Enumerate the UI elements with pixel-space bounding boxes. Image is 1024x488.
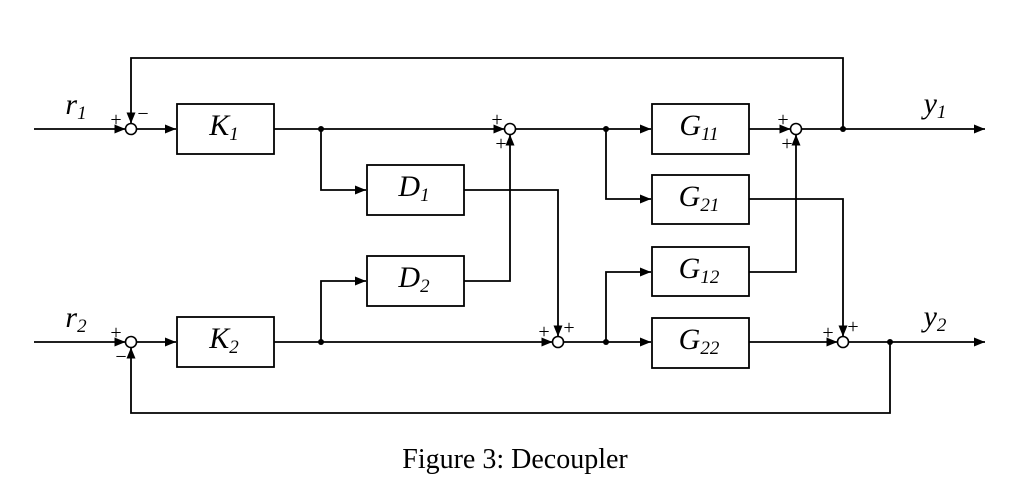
wire-k1-branch-to-d1 [320,129,366,195]
wire-d1-to-sum4 [464,189,563,337]
block-label-d2: D2 [397,261,430,297]
signal-label-y2: y2 [921,300,947,336]
sum-junction-y1 [789,122,803,136]
sum-junction-y2 [836,335,850,349]
sum-junction-r2 [124,335,138,349]
branch-dot-k2-output [318,339,324,345]
wire-u2-branch-to-g12 [605,267,651,342]
block-k2 [176,316,275,368]
junction-signs: + − + − + + + + + + + + [110,103,858,368]
sum-junction-u2 [551,335,565,349]
block-g12 [651,246,750,297]
branch-dot-y2 [887,339,893,345]
block-label-g21: G21 [679,180,720,216]
wire-k2-branch-to-d2 [320,276,366,342]
block-k1 [176,103,275,155]
sign-sum3-decoupler-plus: + [495,133,506,155]
sum-junction-r1 [124,122,138,136]
summing-junctions [124,122,850,349]
sign-sum6-direct-plus: + [822,322,833,344]
block-label-k1: K1 [208,109,239,145]
signal-label-r2: r2 [65,301,87,337]
sign-sum6-cross-plus: + [847,316,858,338]
sign-sum4-input-plus: + [538,321,549,343]
block-d1 [366,164,465,216]
branch-dot-u1 [603,126,609,132]
wire-y1-feedback [126,57,844,129]
transfer-blocks [176,103,750,369]
block-label-k2: K2 [208,322,239,358]
block-labels: K1 K2 D1 D2 G11 G21 G12 G22 [208,109,720,359]
sum-junction-u1 [503,122,517,136]
block-g21 [651,174,750,225]
sign-sum5-cross-plus: + [781,133,792,155]
wire-g12-to-sum5 [749,134,801,273]
branch-dot-y1 [840,126,846,132]
block-g11 [651,103,750,155]
signal-labels: r1 r2 y1 y2 [65,87,947,337]
block-label-g12: G12 [679,252,720,288]
sign-sum4-decoupler-plus: + [563,317,574,339]
wire-d2-to-sum3 [464,134,515,282]
sign-sum2-feedback-minus: − [115,346,126,368]
block-label-g22: G22 [679,323,720,359]
block-label-g11: G11 [679,109,718,145]
branch-dot-u2 [603,339,609,345]
branch-points [318,126,893,345]
sign-sum1-feedback-minus: − [137,103,148,125]
signal-label-y1: y1 [921,87,947,123]
sign-sum5-direct-plus: + [777,109,788,131]
signal-label-r1: r1 [65,88,86,124]
block-g22 [651,317,750,369]
wire-u1-branch-to-g21 [605,129,651,204]
block-label-d1: D1 [397,170,429,206]
signal-wires [34,57,985,414]
figure-caption: Figure 3: Decoupler [402,444,628,475]
sign-sum3-input-plus: + [491,109,502,131]
sign-sum1-input-plus: + [110,109,121,131]
branch-dot-k1-output [318,126,324,132]
wire-g21-to-sum6 [749,198,848,337]
wire-y2-feedback [126,342,891,414]
block-d2 [366,255,465,307]
sign-sum2-input-plus: + [110,322,121,344]
